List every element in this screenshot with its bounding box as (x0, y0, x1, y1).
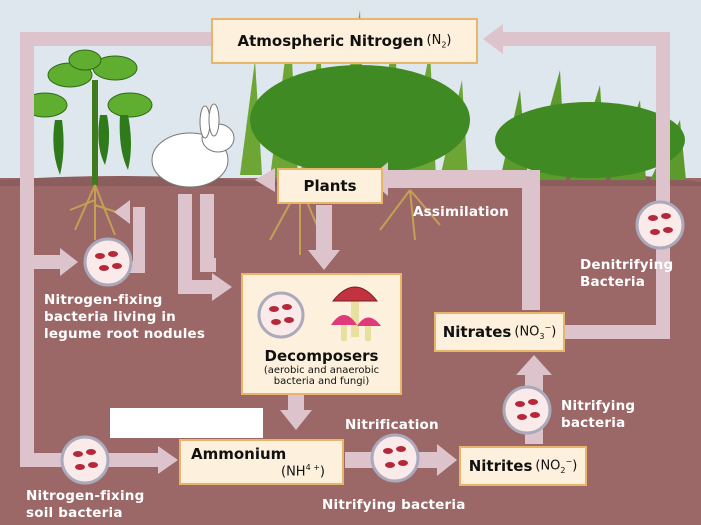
ammonium-formula: (NH4 +) (281, 462, 325, 480)
atmospheric-nitrogen-box: Atmospheric Nitrogen (N2) (211, 18, 478, 64)
plants-box: Plants (277, 168, 383, 204)
ammonium-name: Ammonium (191, 444, 287, 463)
blank-label-box (110, 408, 263, 438)
nitrification-label: Nitrification (345, 417, 439, 433)
bacteria-nitrification (370, 433, 420, 483)
decomposers-box: Decomposers (aerobic and anaerobic bacte… (241, 273, 402, 395)
denitrifying-label: Denitrifying Bacteria (580, 257, 674, 290)
cycle-arrows (20, 24, 670, 476)
rabbit (151, 103, 235, 188)
nitrates-name: Nitrates (442, 323, 512, 341)
nitrifying-bacteria-right-label: Nitrifying bacteria (561, 398, 636, 431)
bacteria-soil (60, 435, 110, 485)
decomposers-illustration (257, 286, 381, 341)
nitrites-box: Nitrites (NO2−) (459, 446, 587, 486)
atmospheric-nitrogen-name: Atmospheric Nitrogen (237, 32, 424, 50)
ammonium-box: Ammonium (NH4 +) (179, 439, 344, 485)
decomposers-detail-line-1: (aerobic and anaerobic (263, 365, 380, 376)
decomposers-detail-line-2: bacteria and fungi) (273, 376, 370, 387)
nitrites-formula: (NO2−) (535, 457, 578, 475)
bacteria-nitrifying-right (502, 385, 552, 435)
legume-bacteria-label: Nitrogen-fixing bacteria living in legum… (44, 292, 206, 342)
nitrates-formula: (NO3−) (514, 323, 557, 341)
soil-bacteria-label: Nitrogen-fixing soil bacteria (26, 488, 145, 521)
assimilation-label: Assimilation (413, 204, 509, 220)
canopy (250, 65, 685, 178)
bacteria-legume (83, 237, 133, 287)
nitrites-name: Nitrites (468, 457, 533, 475)
bacteria-denitrifying (635, 200, 685, 250)
atmospheric-nitrogen-formula: (N2) (426, 32, 452, 50)
nitrates-box: Nitrates (NO3−) (434, 312, 565, 352)
mushrooms (331, 286, 381, 341)
plants-name: Plants (303, 177, 357, 195)
nitrifying-bacteria-bottom-label: Nitrifying bacteria (322, 497, 466, 513)
bacteria-decomposers (257, 291, 305, 339)
decomposers-name: Decomposers (264, 347, 379, 365)
